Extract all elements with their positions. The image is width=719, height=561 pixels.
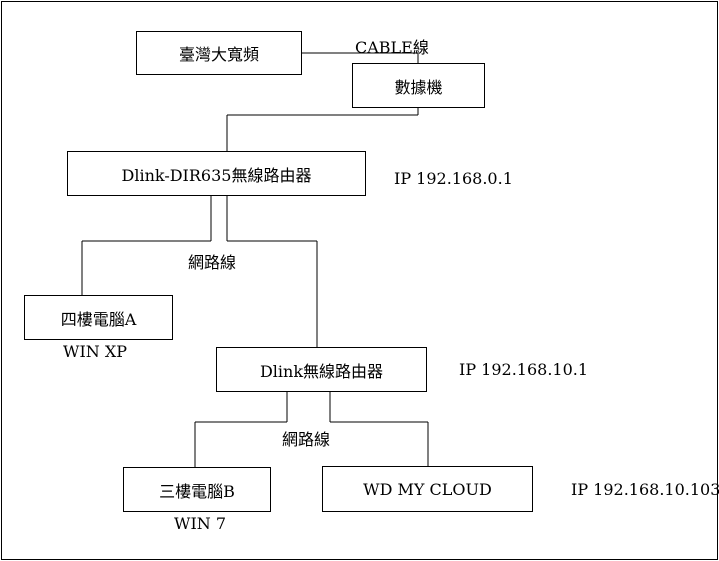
- pc-b-node: 三樓電腦B: [123, 467, 271, 512]
- cable-label: CABLE線: [355, 38, 429, 57]
- router1-node: Dlink-DIR635無線路由器: [67, 151, 366, 196]
- router1-ip-label: IP 192.168.0.1: [394, 169, 513, 188]
- pc-b-os-label: WIN 7: [174, 514, 227, 533]
- isp-node: 臺灣大寬頻: [136, 31, 302, 75]
- lan-cable-label-1: 網路線: [188, 253, 237, 272]
- nas-ip-label: IP 192.168.10.103: [571, 480, 719, 499]
- pc-a-os-label: WIN XP: [63, 342, 128, 361]
- modem-node: 數據機: [352, 63, 485, 108]
- router2-node: Dlink無線路由器: [216, 347, 427, 392]
- router2-ip-label: IP 192.168.10.1: [459, 360, 589, 379]
- lan-cable-label-2: 網路線: [282, 430, 331, 449]
- nas-node: WD MY CLOUD: [322, 466, 533, 512]
- pc-a-node: 四樓電腦A: [24, 295, 173, 340]
